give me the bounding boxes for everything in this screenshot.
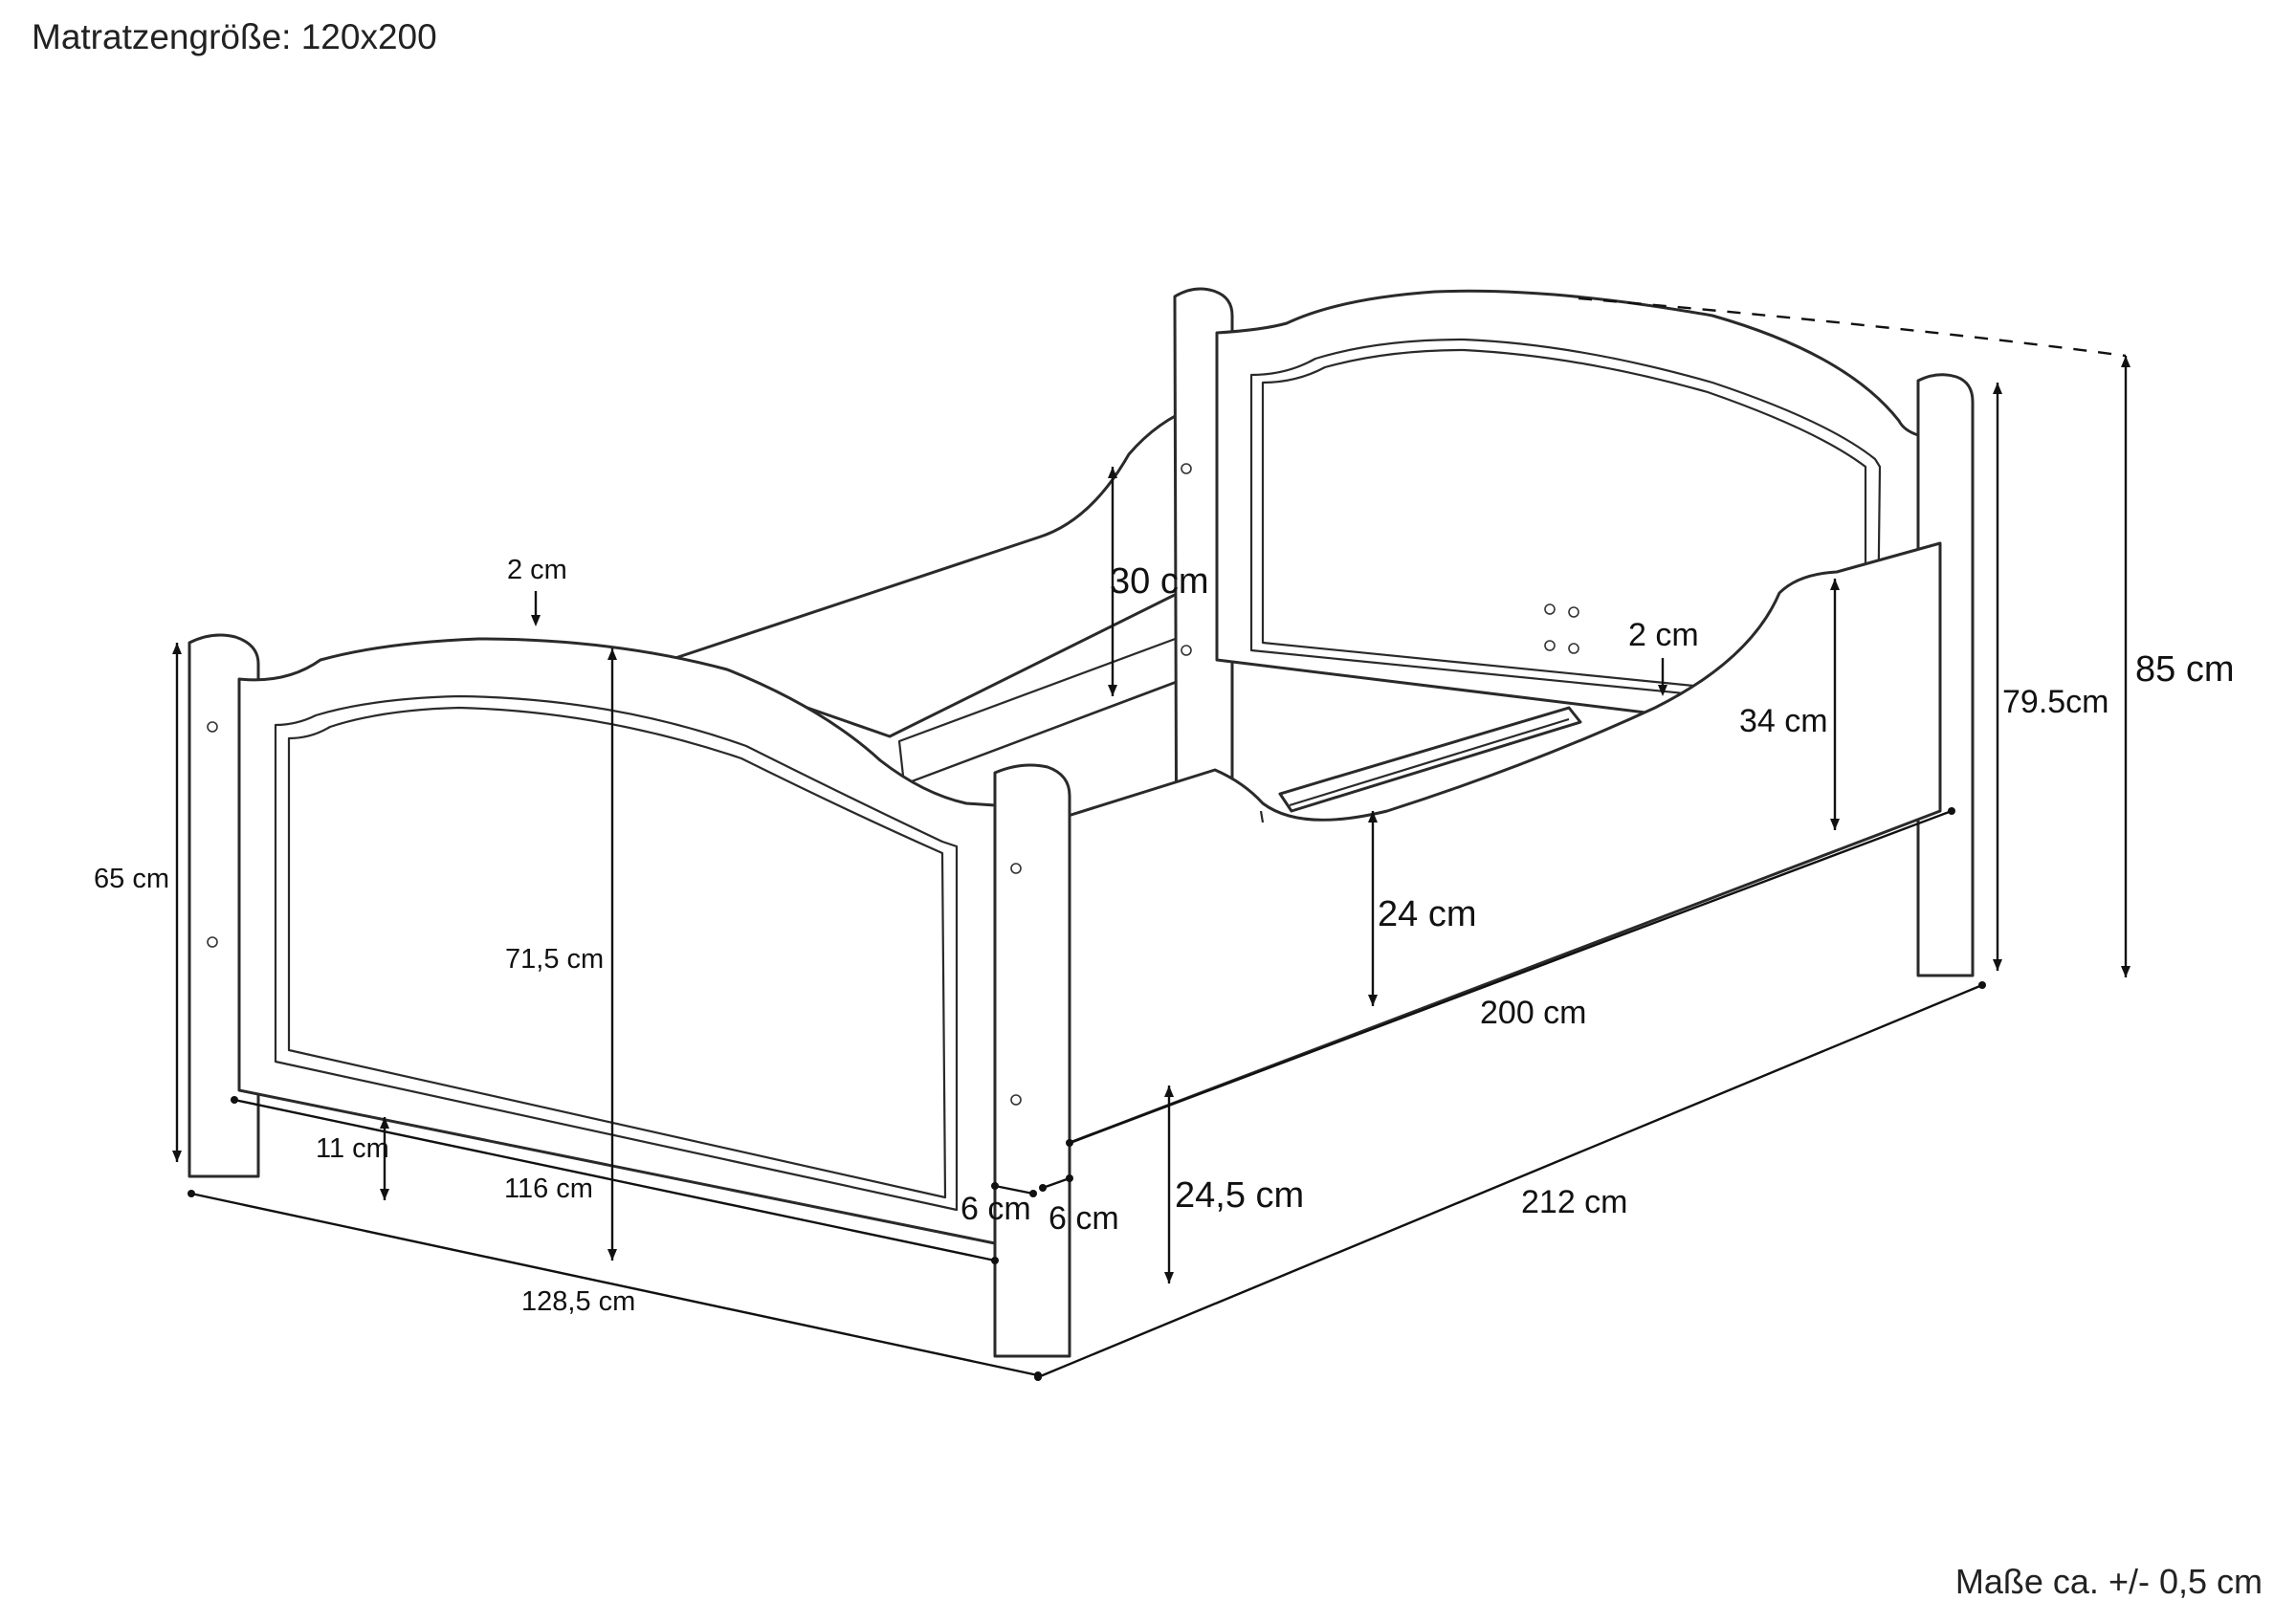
side-rail-height-label: 34 cm	[1739, 703, 1828, 739]
dimension-labels: 65 cm 71,5 cm 2 cm 11 cm 116 cm 128,5 cm…	[94, 555, 2234, 1317]
inner-width-label: 116 cm	[504, 1173, 593, 1204]
outer-length-label: 212 cm	[1521, 1184, 1628, 1220]
screw-icon	[1568, 643, 1579, 654]
bed-frame	[188, 287, 1975, 1358]
screw-icon	[207, 721, 218, 733]
screw-icon	[1181, 645, 1192, 656]
screw-icon	[1544, 640, 1556, 651]
head-post-height-label: 79.5cm	[2002, 684, 2109, 720]
tolerance-note: Maße ca. +/- 0,5 cm	[1954, 1562, 2263, 1601]
rail-ground-clearance-label: 24,5 cm	[1175, 1175, 1304, 1216]
head-total-height-label: 85 cm	[2135, 649, 2234, 690]
head-top-thickness-label: 2 cm	[1628, 617, 1699, 653]
mattress-size-label: Matratzengröße: 120x200	[32, 17, 437, 56]
screw-icon	[1010, 1094, 1022, 1106]
rail-height-back-label: 30 cm	[1110, 561, 1208, 602]
screw-icon	[1568, 606, 1579, 618]
foot-panel-height-label: 71,5 cm	[505, 944, 604, 975]
screw-icon	[1544, 603, 1556, 615]
post-width-b-label: 6 cm	[1049, 1200, 1119, 1237]
screw-icon	[1181, 463, 1192, 474]
leg-clearance-label: 11 cm	[316, 1133, 389, 1164]
post-width-a-label: 6 cm	[960, 1191, 1031, 1227]
footboard-post-right	[993, 763, 1071, 1358]
foot-post-height-label: 65 cm	[94, 864, 169, 894]
headboard-post-right	[1916, 373, 1975, 977]
screw-icon	[1010, 863, 1022, 874]
near-side-rail	[1060, 541, 1942, 1148]
rail-height-front-label: 24 cm	[1378, 894, 1476, 934]
dimension-lines	[172, 296, 2130, 1381]
screw-icon	[207, 936, 218, 948]
foot-top-thickness-label: 2 cm	[507, 555, 567, 585]
inner-length-label: 200 cm	[1480, 995, 1587, 1031]
outer-width-label: 128,5 cm	[521, 1286, 635, 1317]
